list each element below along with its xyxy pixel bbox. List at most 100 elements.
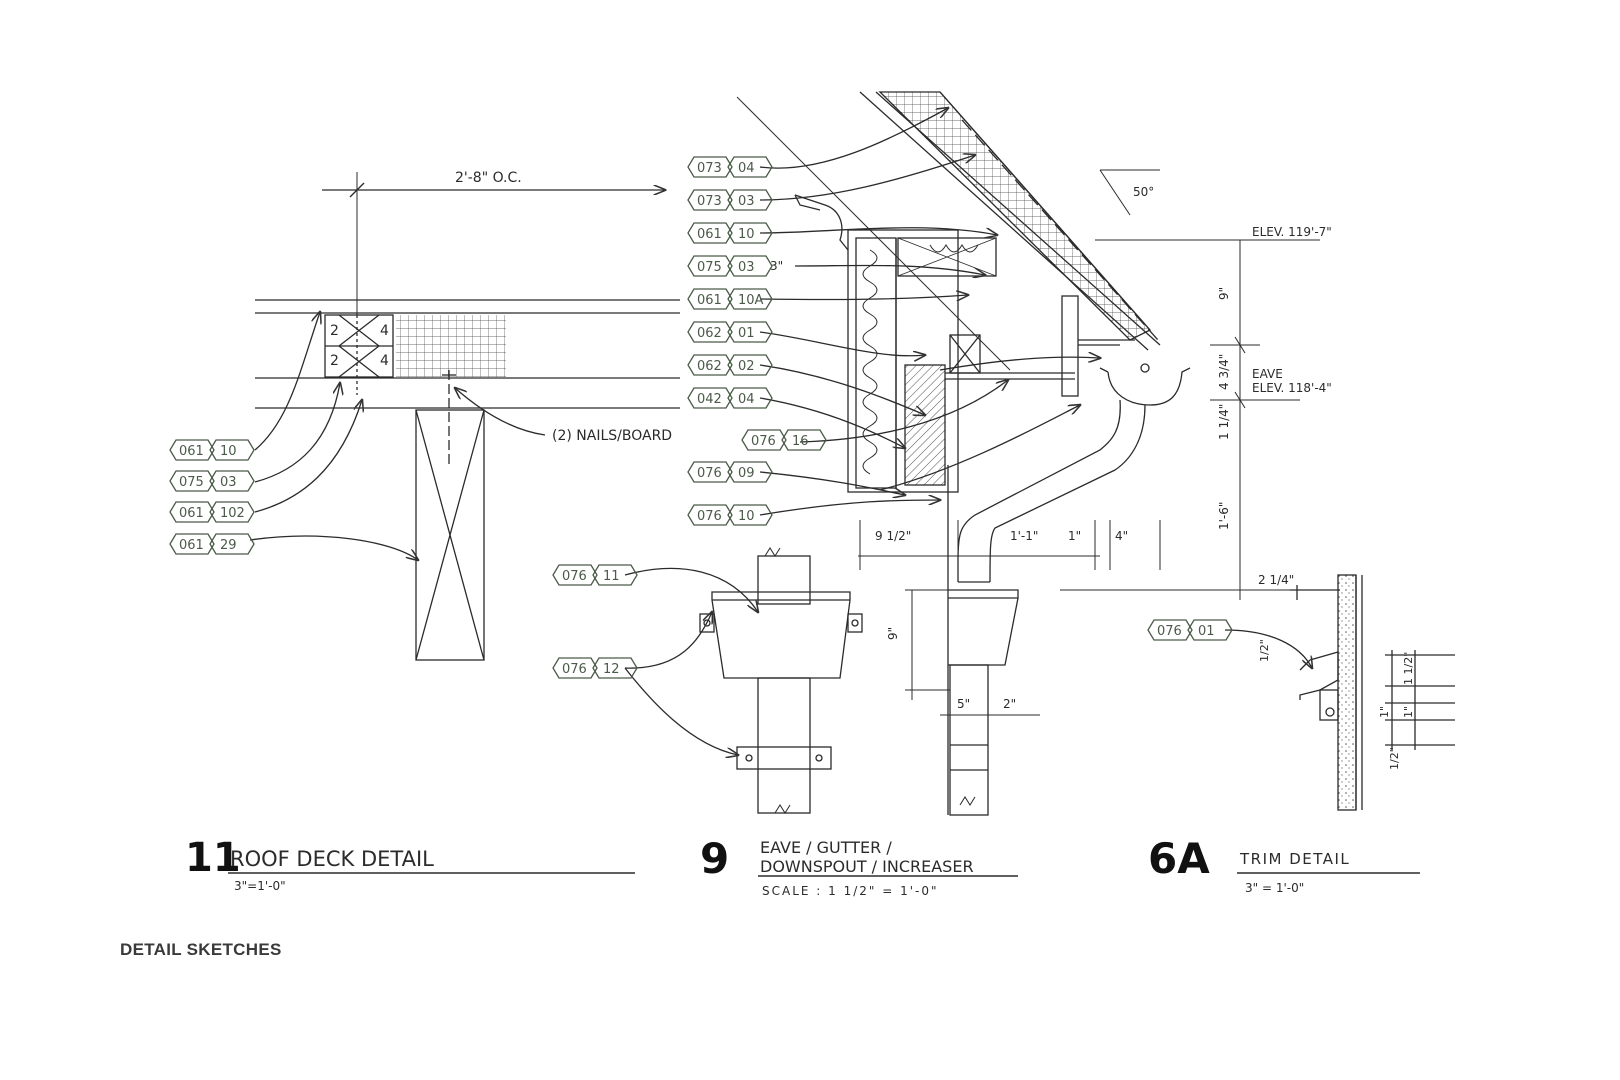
dimension-4-3-4: 4 3/4"	[1217, 354, 1231, 390]
spec-tag-section: 061	[179, 506, 204, 521]
spec-tag-section: 076	[562, 662, 587, 677]
spec-tag-item: 10A	[738, 293, 764, 308]
roof-angle: 50°	[1133, 185, 1154, 199]
spec-tag: 062 02	[687, 354, 773, 376]
spec-tag: 061 10	[169, 439, 255, 461]
spec-tag: 076 11	[552, 564, 638, 586]
dimension-9-side: 9"	[886, 627, 900, 640]
spec-tag: 076 16	[741, 429, 827, 451]
dimension-1-inch: 1"	[1068, 529, 1081, 543]
spec-tag-section: 073	[697, 194, 722, 209]
title-block-6a: 6A TRIM DETAIL 3" = 1'-0"	[1148, 834, 1350, 895]
eave-title-line1: EAVE / GUTTER /	[760, 838, 892, 857]
dimension-4-inch: 4"	[1115, 529, 1128, 543]
spec-tag-section: 042	[697, 392, 722, 407]
spec-tag-section: 076	[562, 569, 587, 584]
spec-tag-item: 12	[603, 662, 620, 677]
eave-drawing	[736, 91, 1191, 816]
spec-tag: 075 03	[687, 255, 773, 277]
spec-tag: 076 09	[687, 461, 773, 483]
spec-tag: 073 03	[687, 189, 773, 211]
dimension-1-1: 1'-1"	[1010, 529, 1038, 543]
trim-dimension-1b: 1"	[1378, 706, 1391, 718]
dimension-5-inch: 5"	[957, 697, 970, 711]
spec-tag-section: 061	[179, 444, 204, 459]
block-digit: 4	[380, 353, 389, 369]
spec-tag: 076 12	[552, 657, 638, 679]
spec-tag-item: 01	[738, 326, 755, 341]
trim-dimension-1-2: 1/2"	[1258, 639, 1271, 662]
spec-tag-section: 076	[751, 434, 776, 449]
spec-tag: 061 102	[169, 501, 255, 523]
spec-tag: 061 10A	[687, 288, 773, 310]
block-digit: 2	[330, 353, 339, 369]
spec-tag-section: 075	[697, 260, 722, 275]
spec-tag-item: 10	[738, 509, 755, 524]
dimension-1-1-4: 1 1/4"	[1217, 404, 1231, 440]
elevation-eave-value: ELEV. 118'-4"	[1252, 381, 1332, 395]
spec-tag-item: 03	[738, 194, 755, 209]
spec-tag-section: 061	[697, 293, 722, 308]
spec-tag-item: 04	[738, 161, 755, 176]
spec-tag-item: 29	[220, 538, 237, 553]
spec-tag-section: 062	[697, 326, 722, 341]
eave-dimensions	[858, 169, 1320, 716]
trim-dimension-1: 1"	[1402, 706, 1415, 718]
trim-dimension-1-2b: 1/2"	[1388, 747, 1401, 770]
increaser-elevation	[624, 547, 863, 814]
detail-number-11: 11	[185, 835, 241, 881]
spec-tag-section: 076	[697, 509, 722, 524]
spec-tag-item: 02	[738, 359, 755, 374]
roof-deck-drawing	[249, 172, 680, 661]
spec-tag-section: 076	[1157, 624, 1182, 639]
trim-dimension-1-1-2: 1 1/2"	[1402, 652, 1415, 685]
detail-number-6a: 6A	[1148, 834, 1210, 883]
spec-tag: 042 04	[687, 387, 773, 409]
dimension-9-1-2: 9 1/2"	[875, 529, 911, 543]
detail-number-9: 9	[700, 834, 729, 883]
block-digit: 4	[380, 323, 389, 339]
eave-title-line2: DOWNSPOUT / INCREASER	[760, 857, 974, 876]
elevation-top: ELEV. 119'-7"	[1252, 225, 1332, 239]
dimension-2-inch: 2"	[1003, 697, 1016, 711]
trim-dimension-2-1-4: 2 1/4"	[1258, 573, 1294, 587]
spec-tag-item: 04	[738, 392, 755, 407]
nails-note: (2) NAILS/BOARD	[552, 428, 672, 444]
roof-deck-title: ROOF DECK DETAIL	[230, 847, 434, 871]
dimension-9-top: 9"	[1217, 287, 1231, 300]
spacing-dimension: 2'-8" O.C.	[455, 170, 522, 186]
spec-tag-section: 061	[179, 538, 204, 553]
eave-scale: SCALE : 1 1/2" = 1'-0"	[762, 884, 939, 898]
spec-tag: 062 01	[687, 321, 773, 343]
spec-tag-section: 075	[179, 475, 204, 490]
spec-tag-item: 102	[220, 506, 245, 521]
page-caption: DETAIL SKETCHES	[120, 940, 282, 959]
spec-tag-section: 076	[697, 466, 722, 481]
trim-title: TRIM DETAIL	[1239, 850, 1350, 868]
spec-tag-item: 16	[792, 434, 809, 449]
spec-tag: 061 10	[687, 222, 773, 244]
title-block-9: 9 EAVE / GUTTER / DOWNSPOUT / INCREASER …	[700, 834, 974, 898]
spec-tag-item: 09	[738, 466, 755, 481]
spec-tag: 073 04	[687, 156, 773, 178]
block-digit: 2	[330, 323, 339, 339]
elevation-eave-label: EAVE	[1252, 367, 1283, 381]
spec-tag-section: 061	[697, 227, 722, 242]
spec-tag-item: 03	[220, 475, 237, 490]
title-block-11: 11 ROOF DECK DETAIL 3"=1'-0"	[185, 835, 434, 893]
spec-tag-section: 073	[697, 161, 722, 176]
spec-tag-item: 10	[738, 227, 755, 242]
spec-tag: 076 10	[687, 504, 773, 526]
dimension-1-6: 1'-6"	[1217, 502, 1231, 530]
spec-tag-item: 11	[603, 569, 620, 584]
spec-tag: 061 29	[169, 533, 255, 555]
spec-tag: 075 03	[169, 470, 255, 492]
spec-tag-item: 01	[1198, 624, 1215, 639]
trim-drawing	[1224, 574, 1455, 811]
spec-tag-section: 062	[697, 359, 722, 374]
spec-tag-item: 03	[738, 260, 755, 275]
roof-deck-scale: 3"=1'-0"	[234, 879, 286, 893]
spec-tag-item: 10	[220, 444, 237, 459]
